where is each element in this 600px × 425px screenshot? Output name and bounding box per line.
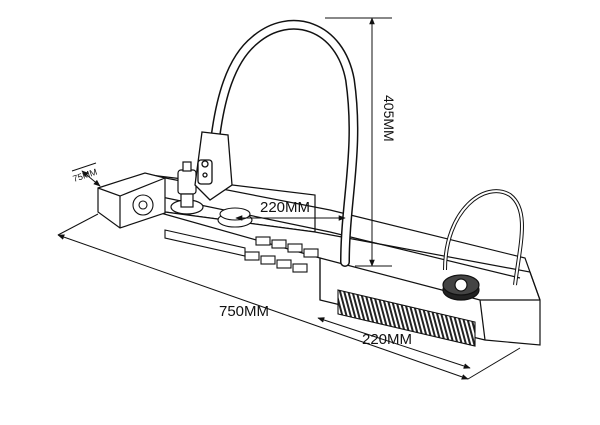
main-faucet-inner xyxy=(211,21,357,266)
spout-reach-label: 220MM xyxy=(260,199,310,216)
small-pot-filler-spout xyxy=(443,189,524,286)
height-dimension-label: 405MM xyxy=(381,95,397,142)
rinse-cup xyxy=(132,194,154,216)
pot-filler-base xyxy=(442,274,480,301)
dimension-lines xyxy=(57,17,521,380)
spray-head xyxy=(194,131,233,201)
side-cup-holder xyxy=(97,172,166,229)
waterfall-length-label: 220MM xyxy=(362,331,412,348)
width-dimension-label: 750MM xyxy=(219,303,269,320)
